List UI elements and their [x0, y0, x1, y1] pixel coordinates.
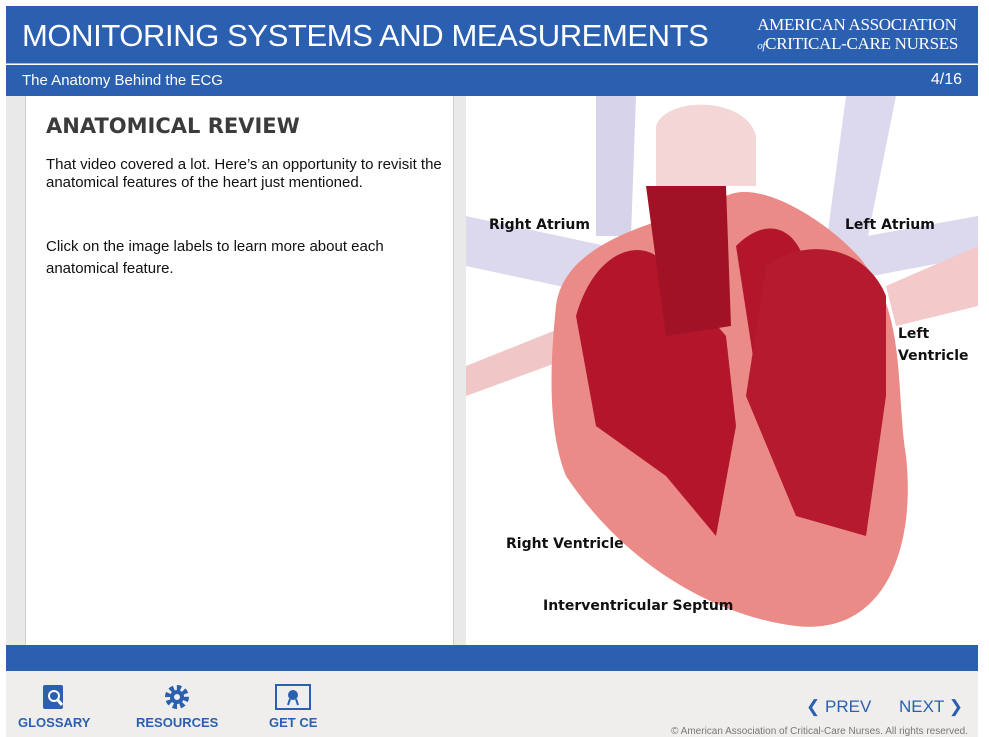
glossary-label[interactable]: GLOSSARY — [18, 715, 91, 730]
label-right-atrium[interactable]: Right Atrium — [489, 217, 590, 233]
label-left-ventricle-line2[interactable]: Ventricle — [898, 348, 969, 364]
prev-label[interactable]: PREV — [824, 697, 872, 716]
chevron-right-icon: ❯ — [948, 697, 964, 716]
logo-line2: ofCRITICAL-CARE NURSES — [757, 34, 958, 56]
text-panel: ANATOMICAL REVIEW That video covered a l… — [6, 96, 466, 645]
logo-line1: AMERICAN ASSOCIATION — [757, 15, 957, 34]
lesson-subtitle: The Anatomy Behind the ECG — [22, 72, 223, 89]
text-panel-inner: ANATOMICAL REVIEW That video covered a l… — [25, 96, 454, 645]
section-heading: ANATOMICAL REVIEW — [46, 114, 300, 138]
footer: GLOSSARY RESOURCES GET CE ❮ PREV NEXT ❯ … — [6, 671, 978, 737]
label-left-ventricle-line1[interactable]: Left — [898, 326, 930, 342]
label-right-ventricle[interactable]: Right Ventricle — [506, 536, 624, 552]
subtitle-bar: The Anatomy Behind the ECG 4/16 — [6, 65, 978, 96]
copyright: © American Association of Critical-Care … — [671, 726, 968, 737]
footer-divider-bar — [6, 645, 978, 671]
chevron-left-icon: ❮ — [806, 697, 821, 716]
next-button[interactable]: NEXT ❯ — [899, 697, 963, 717]
resources-label[interactable]: RESOURCES — [136, 715, 219, 730]
glossary-book-icon — [43, 685, 64, 709]
certificate-icon — [275, 684, 312, 710]
instruction-text: Click on the image labels to learn more … — [46, 238, 384, 277]
prev-button[interactable]: ❮ PREV — [806, 697, 871, 717]
logo-of: of — [757, 40, 766, 52]
header-bar: MONITORING SYSTEMS AND MEASUREMENTS AMER… — [6, 6, 978, 64]
gear-icon — [165, 685, 190, 709]
logo-line2-text: CRITICAL-CARE NURSES — [765, 34, 958, 53]
next-label[interactable]: NEXT — [899, 697, 945, 716]
heart-illustration — [466, 96, 978, 627]
glossary-button[interactable]: GLOSSARY — [18, 683, 90, 730]
label-left-atrium[interactable]: Left Atrium — [845, 217, 935, 233]
get-ce-label[interactable]: GET CE — [269, 715, 318, 730]
intro-text: That video covered a lot. Here’s an oppo… — [46, 156, 442, 191]
page-counter: 4/16 — [930, 71, 962, 88]
course-title: MONITORING SYSTEMS AND MEASUREMENTS — [22, 18, 709, 53]
get-ce-button[interactable]: GET CE — [269, 683, 317, 730]
label-interventricular-septum[interactable]: Interventricular Septum — [543, 598, 734, 614]
resources-button[interactable]: RESOURCES — [136, 683, 218, 730]
